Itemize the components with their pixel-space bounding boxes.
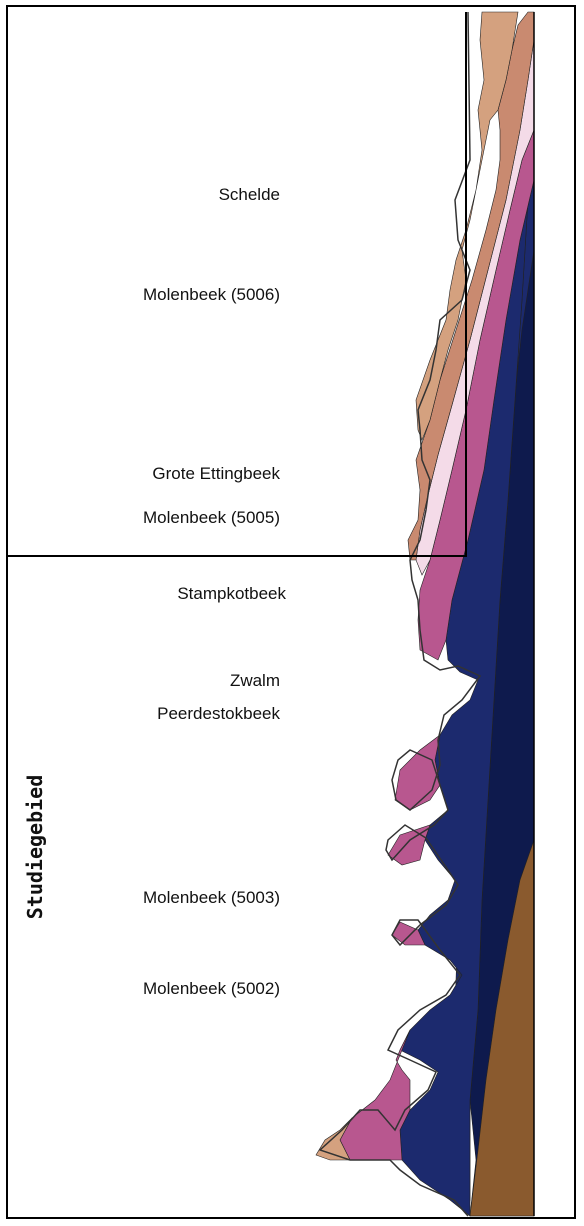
label-grote-ettingbeek: Grote Ettingbeek xyxy=(152,464,280,483)
label-peerdestokbeek: Peerdestokbeek xyxy=(157,704,280,723)
label-schelde: Schelde xyxy=(219,185,280,204)
label-molenbeek-5005: Molenbeek (5005) xyxy=(143,508,280,527)
label-zwalm: Zwalm xyxy=(230,671,280,690)
label-stampkotbeek: Stampkotbeek xyxy=(177,584,286,603)
study-area-title: Studiegebied xyxy=(23,775,47,920)
label-molenbeek-5003: Molenbeek (5003) xyxy=(143,888,280,907)
label-molenbeek-5002: Molenbeek (5002) xyxy=(143,979,280,998)
label-molenbeek-5006: Molenbeek (5006) xyxy=(143,285,280,304)
